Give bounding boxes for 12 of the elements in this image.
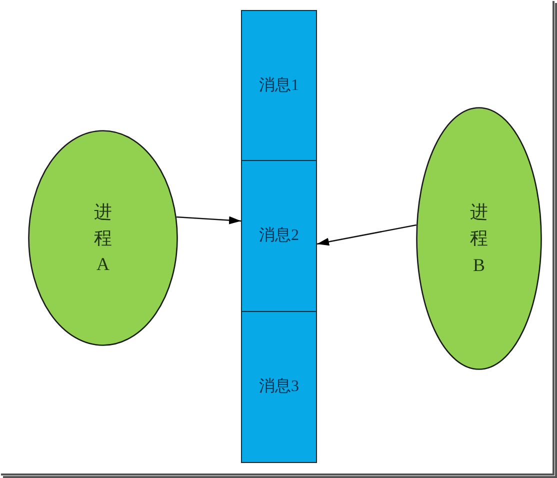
process-label: 进程B — [470, 201, 488, 277]
message-box — [241, 311, 317, 463]
process-ellipse — [416, 107, 542, 370]
message-label: 消息2 — [259, 226, 299, 246]
message-label: 消息1 — [259, 76, 299, 96]
process-ellipse — [28, 130, 178, 346]
message-label: 消息3 — [259, 377, 299, 397]
message-box — [241, 10, 317, 161]
arrow — [176, 216, 242, 224]
arrow — [316, 224, 416, 246]
process-label: 进程A — [94, 200, 112, 276]
message-box — [241, 160, 317, 312]
